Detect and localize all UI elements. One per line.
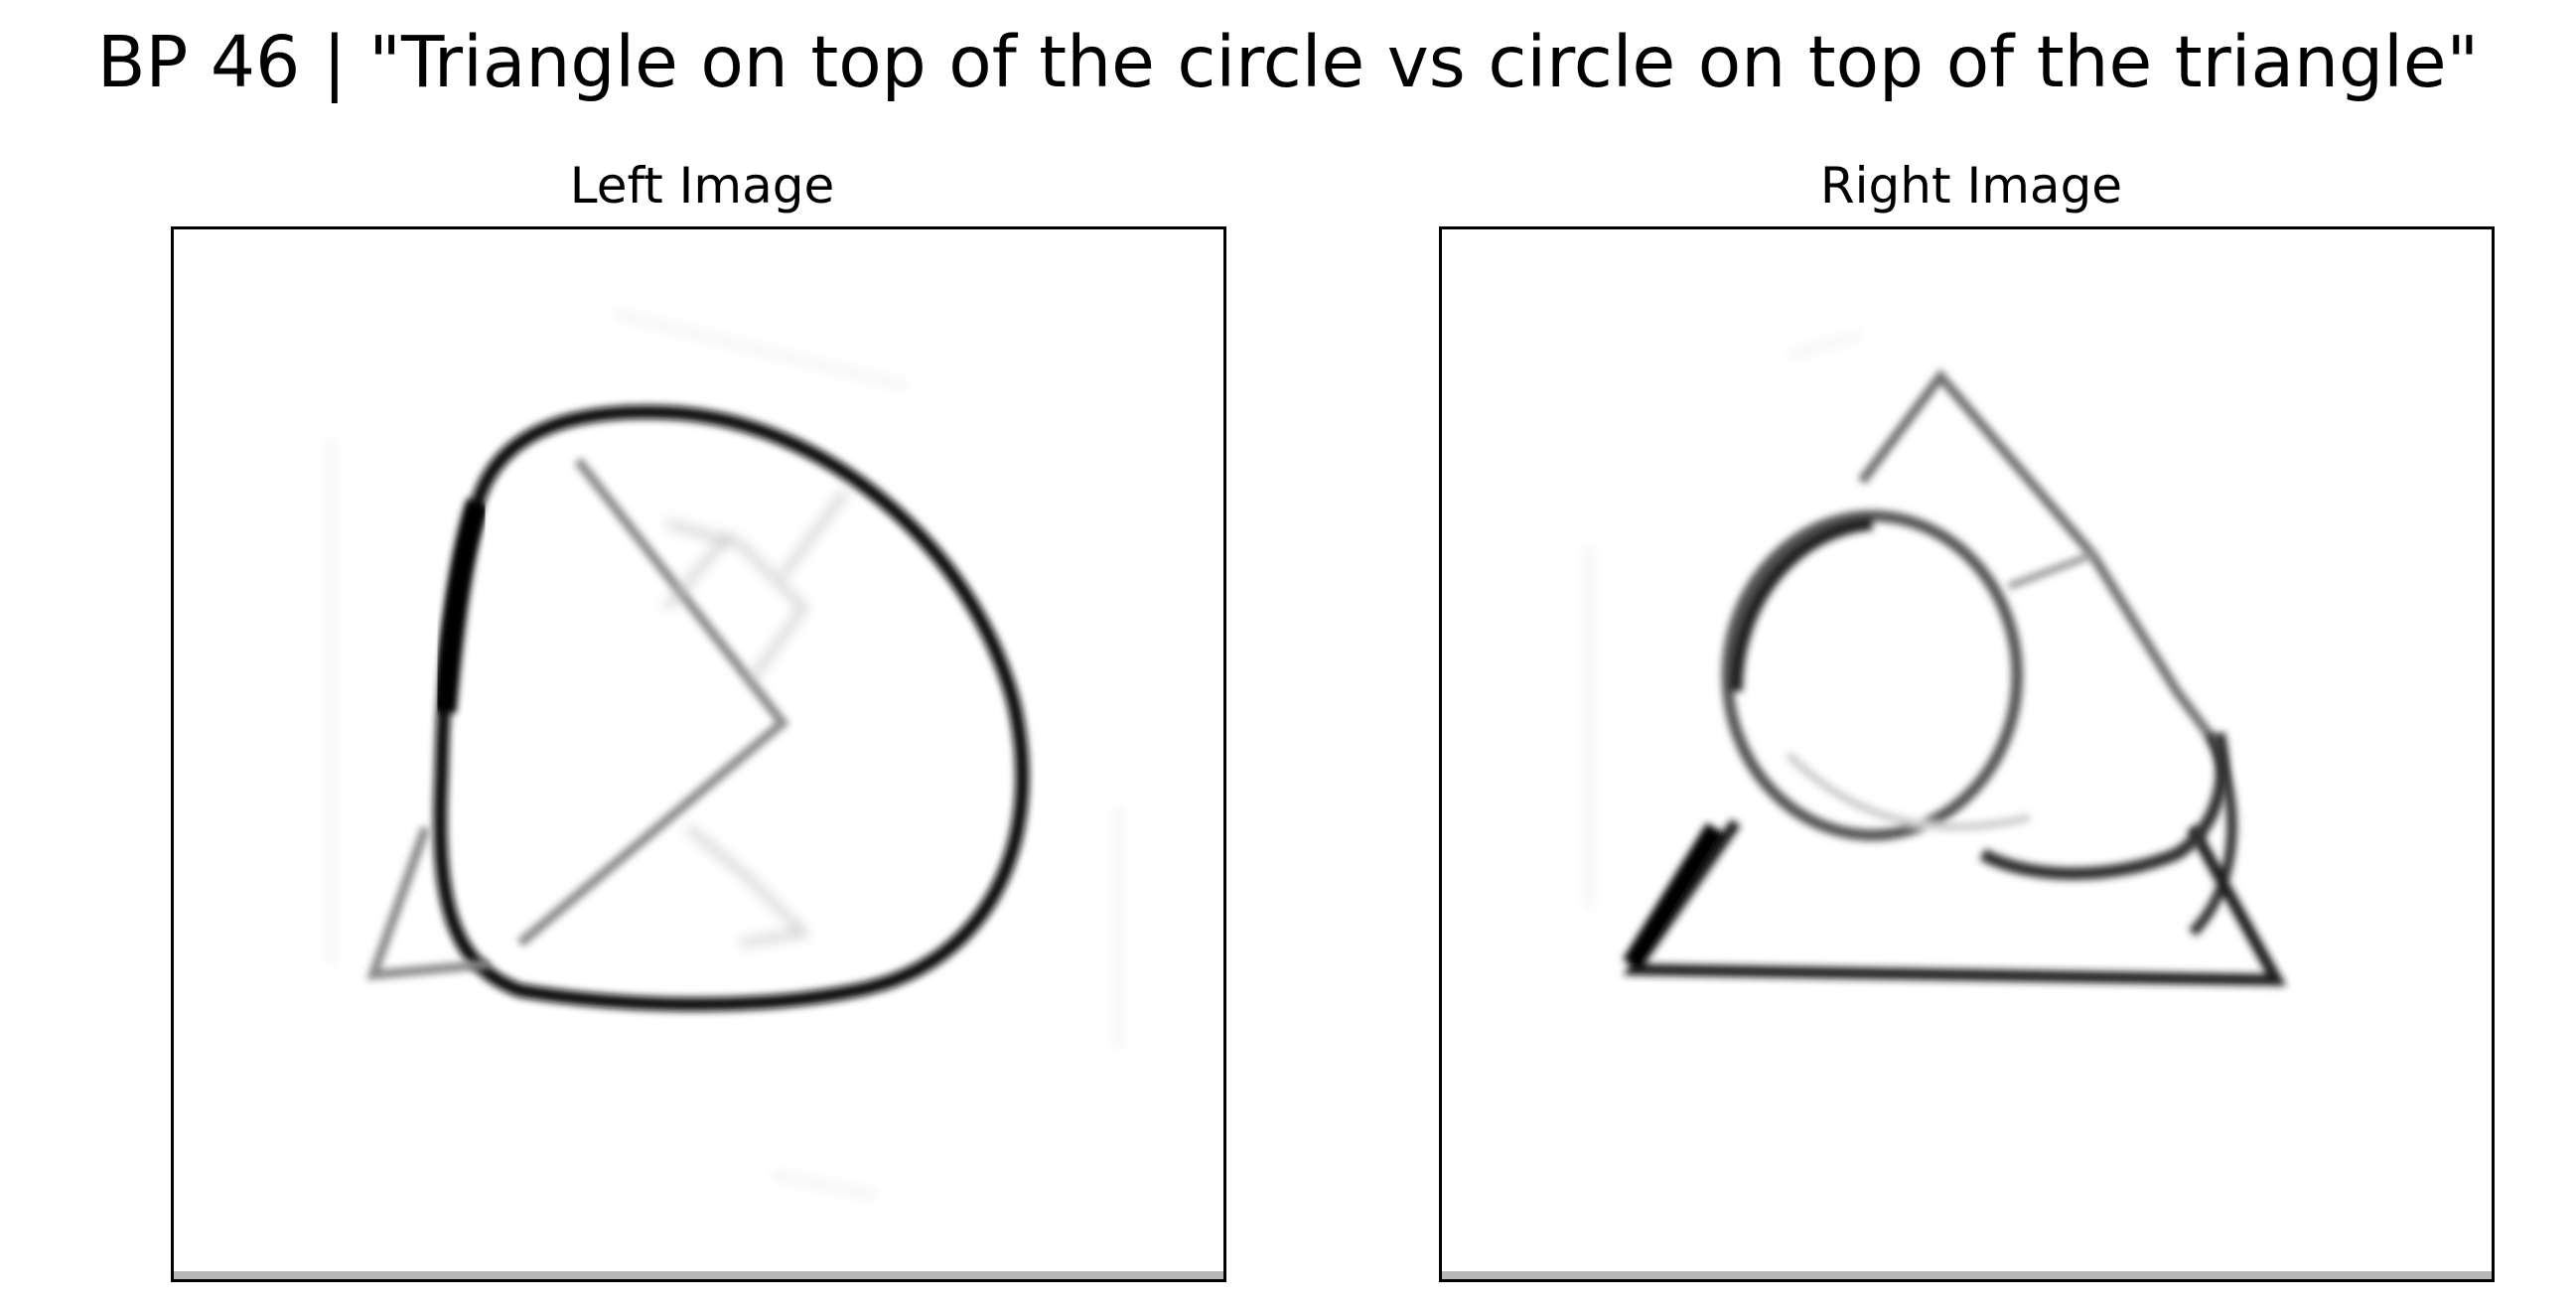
right-triangle-shape [1623,368,2287,986]
figure-title: BP 46 | "Triangle on top of the circle v… [96,21,2480,103]
left-image-panel [171,226,1226,1282]
right-panel-title: Right Image [1819,157,2123,215]
left-circle-shape [433,405,1030,1012]
right-ghost-strokes [1586,332,1863,913]
left-panel-title: Left Image [569,157,835,215]
left-bottom-strip [174,1271,1223,1279]
right-image-panel [1439,226,2495,1282]
left-ghost-strokes [328,310,1121,1199]
right-image-drawing [1586,332,2287,986]
right-bottom-strip [1442,1271,2492,1279]
left-image-drawing [328,310,1121,1199]
right-circle-shape [1721,509,2229,880]
left-triangle-shape [365,457,789,980]
